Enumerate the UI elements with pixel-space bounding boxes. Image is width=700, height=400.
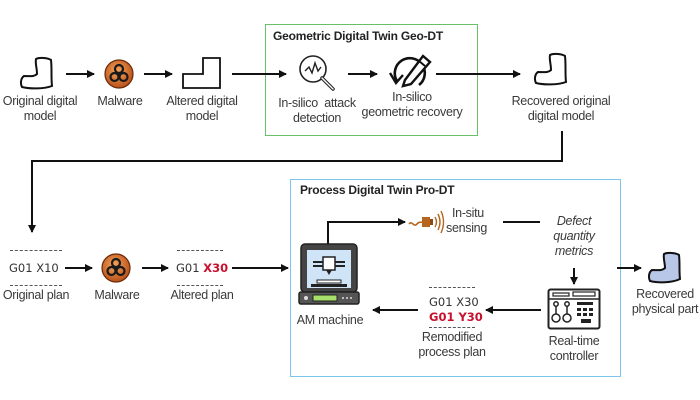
dash-line <box>177 250 223 251</box>
label-line: quantity <box>553 229 595 243</box>
label-line: model <box>23 109 57 123</box>
in-silico-geometric-recovery-label: In-silico geometric recovery <box>360 90 464 120</box>
am-machine-label: AM machine <box>296 313 364 327</box>
label-line: In-silico attack <box>278 96 356 110</box>
geo-dt-title: Geometric Digital Twin Geo-DT <box>273 29 443 43</box>
label-line: In-situ <box>452 206 484 220</box>
recovered-original-model-label: Recovered original digital model <box>506 94 616 124</box>
dash-line <box>429 327 475 328</box>
l-shape-filled-icon <box>647 251 682 284</box>
label-line: Original digital <box>2 94 78 108</box>
dash-line <box>177 285 223 286</box>
arrow-machine-to-sensing <box>327 218 406 244</box>
sensor-waves-icon <box>408 210 445 234</box>
label-line: In-silico <box>392 90 432 104</box>
altered-plan-code: G01 X30 <box>176 261 228 275</box>
original-plan-label: Original plan <box>2 288 70 302</box>
label-line: controller <box>549 349 599 363</box>
original-plan-code: G01 X10 <box>9 261 59 275</box>
label-line: Recovered original <box>511 94 611 108</box>
dash-line <box>429 287 475 288</box>
l-shape-outline-icon <box>533 52 568 86</box>
altered-plan-label: Altered plan <box>170 288 234 302</box>
control-panel-icon <box>547 288 601 330</box>
label-line: sensing <box>446 221 487 235</box>
label-line: Altered digital <box>166 94 238 108</box>
biohazard-icon <box>101 253 131 283</box>
remodified-code-line2: G01 Y30 <box>429 310 483 324</box>
magnifier-waveform-icon <box>299 55 335 91</box>
malware-label-bottom: Malware <box>94 288 140 302</box>
line-recovered-to-original-plan <box>28 131 563 233</box>
label-line: physical part <box>631 302 699 316</box>
original-digital-model-label: Original digital model <box>0 94 80 124</box>
pro-dt-box <box>290 179 621 377</box>
biohazard-icon <box>104 59 134 89</box>
label-line: Real-time <box>548 334 600 348</box>
altered-digital-model-label: Altered digital model <box>164 94 240 124</box>
pro-dt-title: Process Digital Twin Pro-DT <box>300 183 455 197</box>
code-prefix: G01 <box>176 261 200 275</box>
in-situ-sensing-label: In-situ sensing <box>446 206 496 236</box>
label-line: metrics <box>554 244 594 258</box>
real-time-controller-label: Real-time controller <box>540 334 608 364</box>
label-line: Defect <box>556 214 592 228</box>
remodified-process-plan-label: Remodified process plan <box>412 330 492 360</box>
in-silico-attack-detection-label: In-silico attack detection <box>272 96 362 126</box>
remodified-code-line1: G01 X30 <box>429 295 479 309</box>
3d-printer-icon <box>298 243 360 305</box>
l-shape-altered-icon <box>182 57 221 89</box>
label-line: detection <box>292 111 342 125</box>
dash-line <box>10 285 62 286</box>
refresh-pencil-icon <box>388 54 432 88</box>
label-line: Remodified <box>421 330 483 344</box>
l-shape-outline-icon <box>19 56 54 90</box>
geo-dt-box <box>265 24 478 136</box>
malware-label-top: Malware <box>97 94 143 108</box>
label-line: model <box>185 109 219 123</box>
code-altered-value: X30 <box>203 261 229 275</box>
label-line: Recovered <box>636 287 694 301</box>
label-line: process plan <box>418 345 486 359</box>
dash-line <box>10 250 62 251</box>
recovered-physical-part-label: Recovered physical part <box>629 287 700 317</box>
label-line: geometric recovery <box>361 105 463 119</box>
defect-quantity-metrics-label: Defect quantity metrics <box>538 214 610 259</box>
label-line: digital model <box>527 109 595 123</box>
